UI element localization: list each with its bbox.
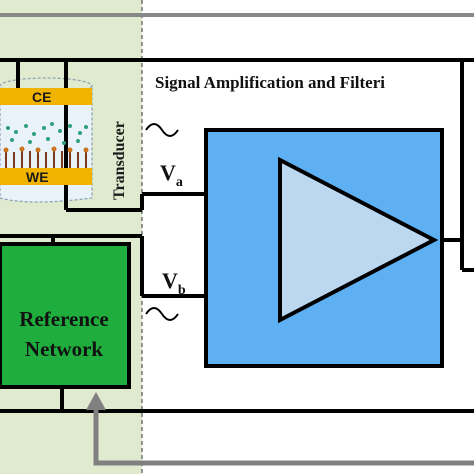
- electrochemical-cell: CE WE: [0, 60, 93, 203]
- amplifier-triangle-icon: [278, 156, 439, 324]
- signal-wave-bottom-icon: [145, 307, 179, 321]
- input-b-label: Vb: [162, 268, 186, 298]
- feedback-arrowhead-icon: [86, 392, 106, 410]
- ce-electrode: [0, 88, 92, 105]
- transducer-label: Transducer: [111, 121, 128, 200]
- we-electrode: [0, 168, 92, 185]
- biorecognition-layer: [3, 122, 89, 168]
- wiring: [0, 60, 474, 413]
- reference-network-line1: Reference: [19, 307, 108, 331]
- input-a-label: Va: [160, 160, 183, 190]
- reference-network-box: [0, 242, 131, 389]
- reference-network-line2: Network: [25, 337, 103, 361]
- signal-wave-top-icon: [145, 123, 179, 137]
- feedback-arrow: [86, 392, 474, 466]
- ce-label: CE: [32, 89, 51, 105]
- amplifier-title: Signal Amplification and Filteri: [155, 73, 385, 92]
- we-label: WE: [26, 169, 49, 185]
